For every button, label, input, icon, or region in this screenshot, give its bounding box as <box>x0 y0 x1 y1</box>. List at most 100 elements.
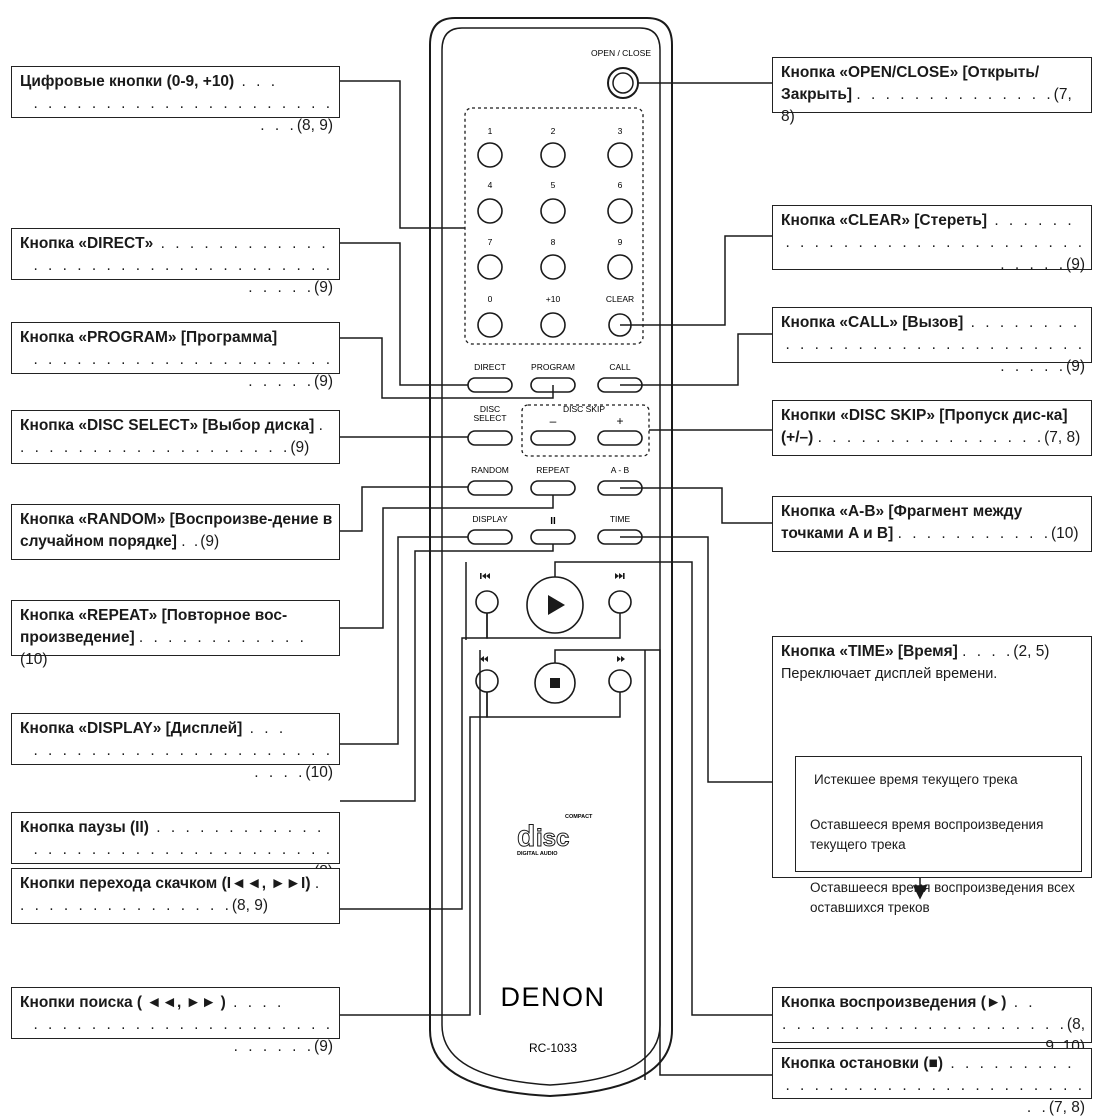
disc-skip-label: DISC SKIP <box>563 404 605 414</box>
callout-digit-buttons-title: Цифровые кнопки (0-9, +10) <box>20 73 235 90</box>
svg-text:d: d <box>517 820 535 853</box>
fast-forward-icon <box>617 656 625 662</box>
key-9[interactable] <box>607 254 633 280</box>
callout-digit-buttons-pages: (8, 9) <box>296 117 333 134</box>
callout-open-close-pages: (7, 8) <box>781 86 1072 125</box>
key-label-4: 4 <box>488 180 493 190</box>
callout-time-description: Переключает дисплей времени. <box>781 666 998 682</box>
program-label: PROGRAM <box>531 362 575 372</box>
logo-text-bottom: DIGITAL AUDIO <box>517 851 558 857</box>
key-label-clear: CLEAR <box>606 294 634 304</box>
callout-search: Кнопки поиска ( ◄◄, ►► ) . . . . . . . .… <box>11 987 340 1055</box>
callout-pause: Кнопка паузы (II) . . . . . . . . . . . … <box>11 812 340 880</box>
key-0[interactable] <box>477 312 503 338</box>
callout-disc-select: Кнопка «DISC SELECT» [Выбор диска] . . .… <box>11 410 340 464</box>
direct-button[interactable] <box>467 377 513 393</box>
key-4[interactable] <box>477 198 503 224</box>
callout-repeat: Кнопка «REPEAT» [Повторное вос-произведе… <box>11 600 340 668</box>
callout-call: Кнопка «CALL» [Вызов] . . . . . . . . . … <box>772 307 1092 375</box>
stop-icon <box>550 678 560 688</box>
callout-search-pages: (9) <box>314 1038 333 1055</box>
pause-icon: II <box>550 516 556 527</box>
call-label: CALL <box>609 362 631 372</box>
repeat-label: REPEAT <box>536 465 569 475</box>
key-label-5: 5 <box>551 180 556 190</box>
callout-clear-dots: . . . . . . <box>987 212 1075 229</box>
ab-label: A - B <box>611 465 630 475</box>
key-label-2: 2 <box>551 126 556 136</box>
disc-select-label-2: SELECT <box>473 413 506 423</box>
disc-skip-plus-button[interactable] <box>597 430 643 446</box>
callout-random-pages: (9) <box>200 533 220 550</box>
random-button[interactable] <box>467 480 513 496</box>
callout-disc-skip: Кнопки «DISC SKIP» [Пропуск дис-ка] (+/–… <box>772 400 1092 456</box>
callout-stop-dots: . . . . . . . . . <box>943 1055 1075 1072</box>
callout-stop-pages: (7, 8) <box>1048 1099 1085 1116</box>
callout-call-dots: . . . . . . . . <box>963 314 1081 331</box>
callout-skip: Кнопки перехода скачком (I◄◄, ►►I) . . .… <box>11 868 340 924</box>
callout-play-dots: . . <box>1006 994 1036 1011</box>
callout-repeat-title: Кнопка «REPEAT» [Повторное вос-произведе… <box>20 607 288 646</box>
open-close-button[interactable] <box>607 67 639 99</box>
callout-ab-title: Кнопка «A-B» [Фрагмент между точками A и… <box>781 503 1023 542</box>
callout-digit-buttons-dots: . . . <box>234 73 279 90</box>
key-6[interactable] <box>607 198 633 224</box>
callout-play-title: Кнопка воспроизведения (►) <box>781 994 1007 1011</box>
key-3[interactable] <box>607 142 633 168</box>
callout-search-title: Кнопки поиска ( ◄◄, ►► ) <box>20 994 226 1011</box>
key-label-3: 3 <box>618 126 623 136</box>
skip-forward-icon <box>615 573 625 579</box>
key-7[interactable] <box>477 254 503 280</box>
key-label-plus10: +10 <box>546 294 561 304</box>
callout-disc-select-title: Кнопка «DISC SELECT» [Выбор диска] <box>20 417 315 434</box>
disc-select-button[interactable] <box>467 430 513 446</box>
time-step-2: Оставшееся время воспроизведения текущег… <box>810 817 1044 852</box>
callout-clear-pages: (9) <box>1066 256 1085 273</box>
disc-skip-minus-button[interactable] <box>530 430 576 446</box>
callout-random: Кнопка «RANDOM» [Воспроизве-дение в случ… <box>11 504 340 560</box>
callout-skip-title: Кнопки перехода скачком (I◄◄, ►►I) <box>20 875 311 892</box>
key-2[interactable] <box>540 142 566 168</box>
callout-program-title: Кнопка «PROGRAM» [Программа] <box>20 329 278 346</box>
fast-forward-button[interactable] <box>608 669 632 693</box>
key-label-6: 6 <box>618 180 623 190</box>
skip-forward-button[interactable] <box>608 590 632 614</box>
callout-program-pages: (9) <box>314 373 333 390</box>
key-8[interactable] <box>540 254 566 280</box>
callout-display-dots: . . . <box>242 720 287 737</box>
play-icon <box>548 595 565 615</box>
open-close-label: OPEN / CLOSE <box>591 48 651 58</box>
callout-repeat-pages: (10) <box>20 651 48 668</box>
callout-random-title: Кнопка «RANDOM» [Воспроизве-дение в случ… <box>20 511 333 550</box>
time-display-sequence <box>795 756 1082 872</box>
key-1[interactable] <box>477 142 503 168</box>
key-label-1: 1 <box>488 126 493 136</box>
callout-open-close-title: Кнопка «OPEN/CLOSE» [Открыть/ Закрыть] <box>781 64 1040 103</box>
callout-direct-dots: . . . . . . . . . . . . <box>153 235 329 252</box>
rewind-icon <box>480 656 488 662</box>
key-label-8: 8 <box>551 237 556 247</box>
leader-lines <box>340 80 772 1080</box>
keypad-labels: 1 2 3 4 5 6 7 8 9 0 +10 CLEAR <box>488 126 635 304</box>
callout-disc-select-pages: (9) <box>290 439 310 456</box>
callout-open-close: Кнопка «OPEN/CLOSE» [Открыть/ Закрыть] .… <box>772 57 1092 125</box>
display-label: DISPLAY <box>472 514 508 524</box>
repeat-button[interactable] <box>530 480 576 496</box>
callout-clear-title: Кнопка «CLEAR» [Стереть] <box>781 212 988 229</box>
key-label-9: 9 <box>618 237 623 247</box>
display-button[interactable] <box>467 529 513 545</box>
callout-ab: Кнопка «A-B» [Фрагмент между точками A и… <box>772 496 1092 552</box>
disc-skip-plus-glyph: + <box>616 414 623 428</box>
random-label: RANDOM <box>471 465 509 475</box>
skip-back-button[interactable] <box>475 590 499 614</box>
pause-button[interactable] <box>530 529 576 545</box>
time-step-3: Оставшееся время воспроизведения всех ос… <box>810 880 1075 915</box>
key-plus10[interactable] <box>540 312 566 338</box>
callout-skip-pages: (8, 9) <box>231 897 269 914</box>
callout-direct-pages: (9) <box>314 279 333 296</box>
callout-clear: Кнопка «CLEAR» [Стереть] . . . . . . . .… <box>772 205 1092 273</box>
callout-stop: Кнопка остановки (■) . . . . . . . . . .… <box>772 1048 1092 1116</box>
callout-search-dots: . . . . <box>225 994 285 1011</box>
key-5[interactable] <box>540 198 566 224</box>
